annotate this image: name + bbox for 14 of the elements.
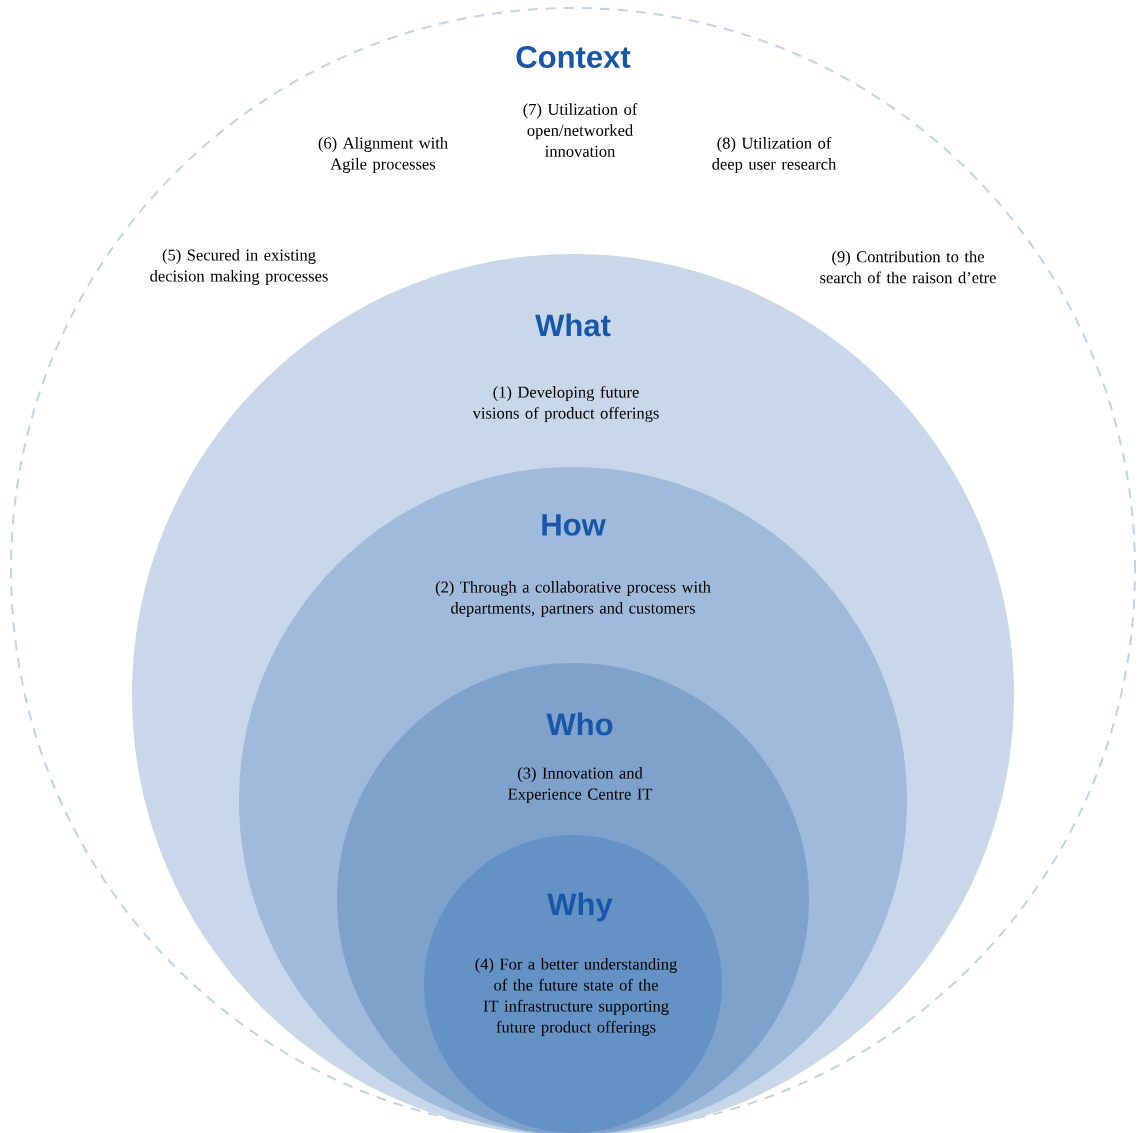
description-text: (1) Developing future visions of product offerings <box>472 385 659 423</box>
description-text: (6) Alignment with Agile processes <box>318 137 448 173</box>
heading: How <box>542 514 606 536</box>
description-text: (3) Innovation and Experience Centre IT <box>508 767 653 803</box>
heading: Context <box>516 46 631 68</box>
heading: Why <box>547 892 613 922</box>
heading: What <box>535 313 611 337</box>
description-text: (7) Utilization of open/networked innovation <box>523 103 638 157</box>
description-text: (9) Contribution to the search of the raison d’etre <box>820 250 996 284</box>
description-text: (4) For a better understanding of the future state of the IT infrastructure supporting future product offerings <box>475 958 677 1036</box>
description-text: (2) Through a collaborative process with departments, partners and customers <box>435 581 711 617</box>
description-text: (5) Secured in existing decision making processes <box>150 249 328 285</box>
heading: Who <box>546 712 613 736</box>
description-text: (8) Utilization of deep user research <box>712 136 837 174</box>
